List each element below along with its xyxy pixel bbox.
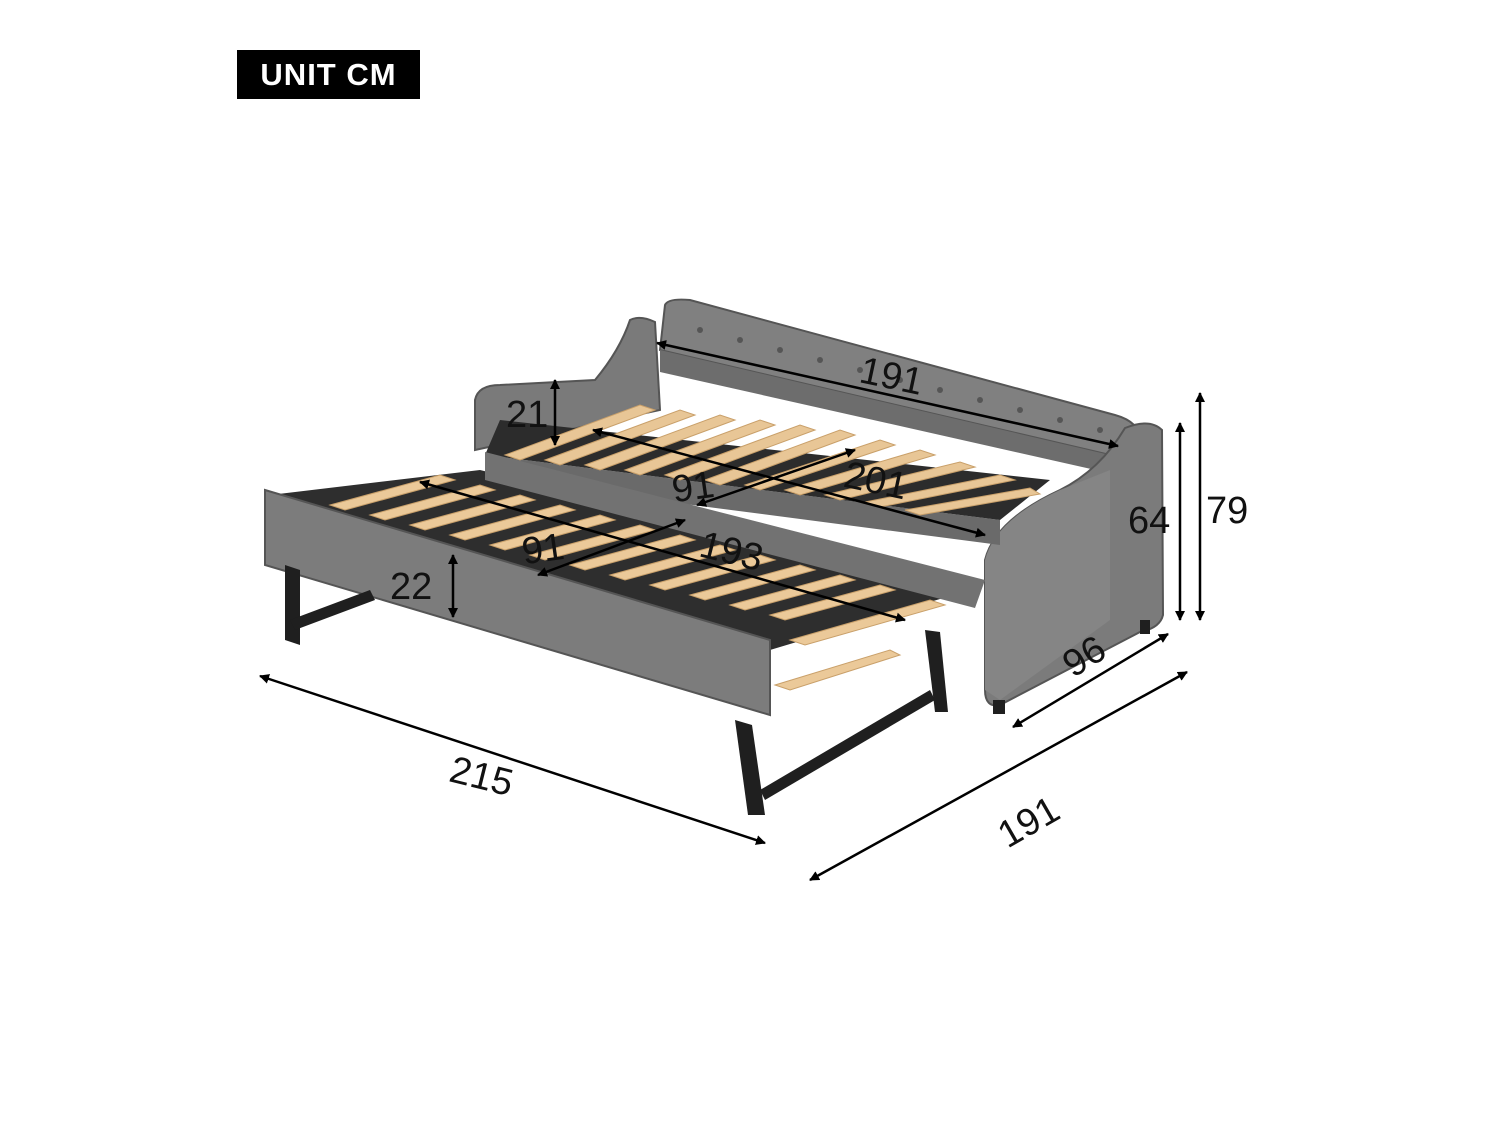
dimension-lines (259, 340, 1205, 882)
overall-length-label: 191 (991, 789, 1067, 857)
main-width-label: 91 (669, 464, 717, 511)
arm-height-label: 64 (1128, 500, 1170, 542)
backrest-length-line (656, 340, 1119, 449)
trundle-width-label: 91 (519, 526, 567, 573)
overall-length-line (809, 670, 1188, 882)
unit-badge: UNIT CM (237, 50, 420, 99)
trundle-side-height-label: 22 (390, 566, 432, 608)
armrest-height-label: 21 (506, 394, 548, 436)
dimension-labels: 191 21 91 201 91 193 22 64 79 96 191 215 (390, 350, 1248, 857)
extended-length-line (259, 674, 766, 845)
trundle-width-line (537, 518, 686, 577)
total-height-label: 79 (1206, 490, 1248, 532)
